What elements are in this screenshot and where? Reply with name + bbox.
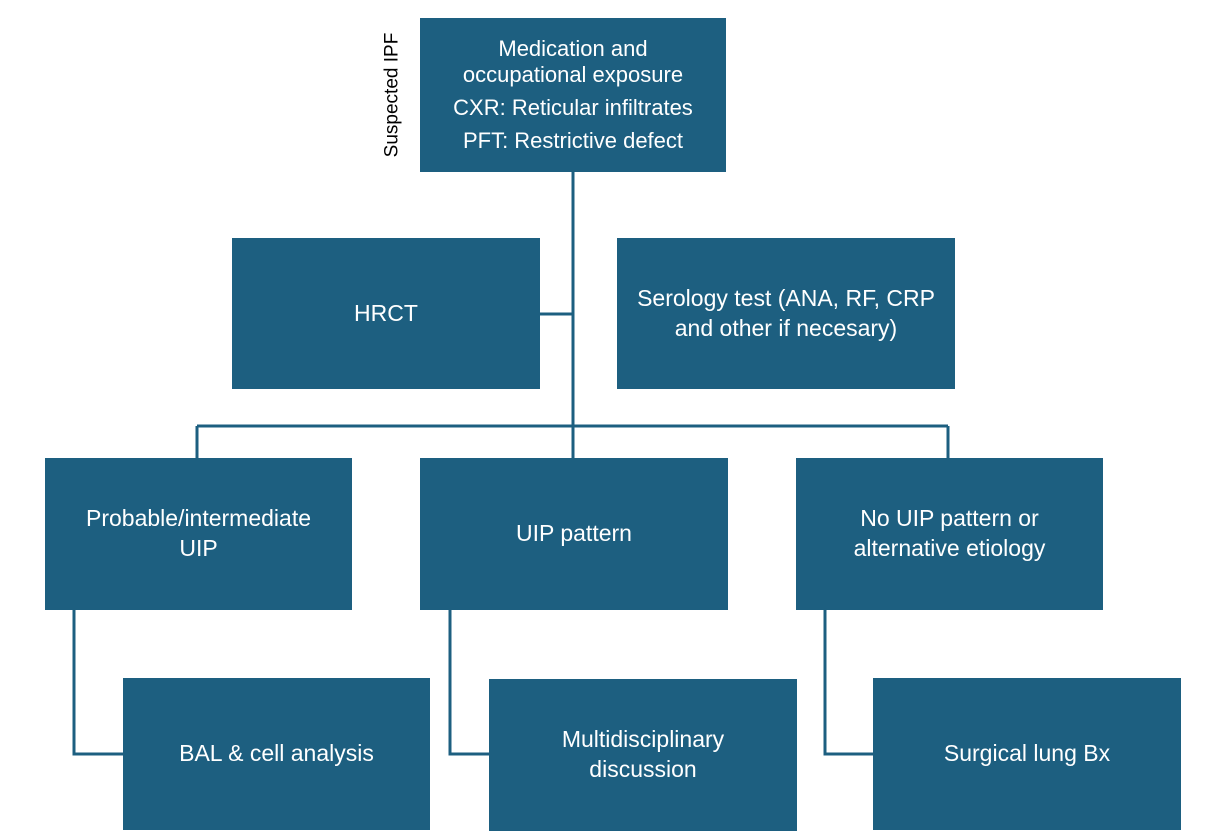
node-initial-line-1: Medication and [498,36,648,62]
node-hrct-text: HRCT [354,299,418,326]
node-no-uip: No UIP pattern or alternative etiology [796,458,1103,610]
node-initial-line-4: PFT: Restrictive defect [462,127,684,153]
connector-no-uip-to-biopsy [823,610,873,756]
node-initial-line-3: CXR: Reticular infiltrates [453,95,693,120]
suspected-ipf-label: Suspected IPF [372,20,412,170]
connector-uip-to-mdd [448,610,489,756]
node-bal: BAL & cell analysis [123,678,430,830]
node-bal-text: BAL & cell analysis [179,740,374,767]
node-uip-pattern-text: UIP pattern [516,520,632,547]
node-hrct: HRCT [232,238,540,389]
node-mdd-text: Multidisciplinary discussion [561,726,725,782]
node-mdd: Multidisciplinary discussion [489,679,797,831]
node-probable-uip: Probable/intermediate UIP [45,458,352,610]
node-surgical-biopsy: Surgical lung Bx [873,678,1181,830]
node-uip-pattern: UIP pattern [420,458,728,610]
node-surgical-biopsy-text: Surgical lung Bx [943,740,1111,767]
connector-probable-to-bal [72,610,123,756]
node-serology-text: Serology test (ANA, RF, CRP and other if… [637,284,935,341]
node-serology: Serology test (ANA, RF, CRP and other if… [617,238,955,389]
node-initial-line-2: occupational exposure [462,62,684,88]
node-initial-assessment: Medication and occupational exposure CXR… [420,18,726,172]
suspected-ipf-text: Suspected IPF [381,32,402,158]
node-probable-uip-text: Probable/intermediate UIP [85,505,312,561]
node-no-uip-text: No UIP pattern or alternative etiology [853,505,1046,561]
